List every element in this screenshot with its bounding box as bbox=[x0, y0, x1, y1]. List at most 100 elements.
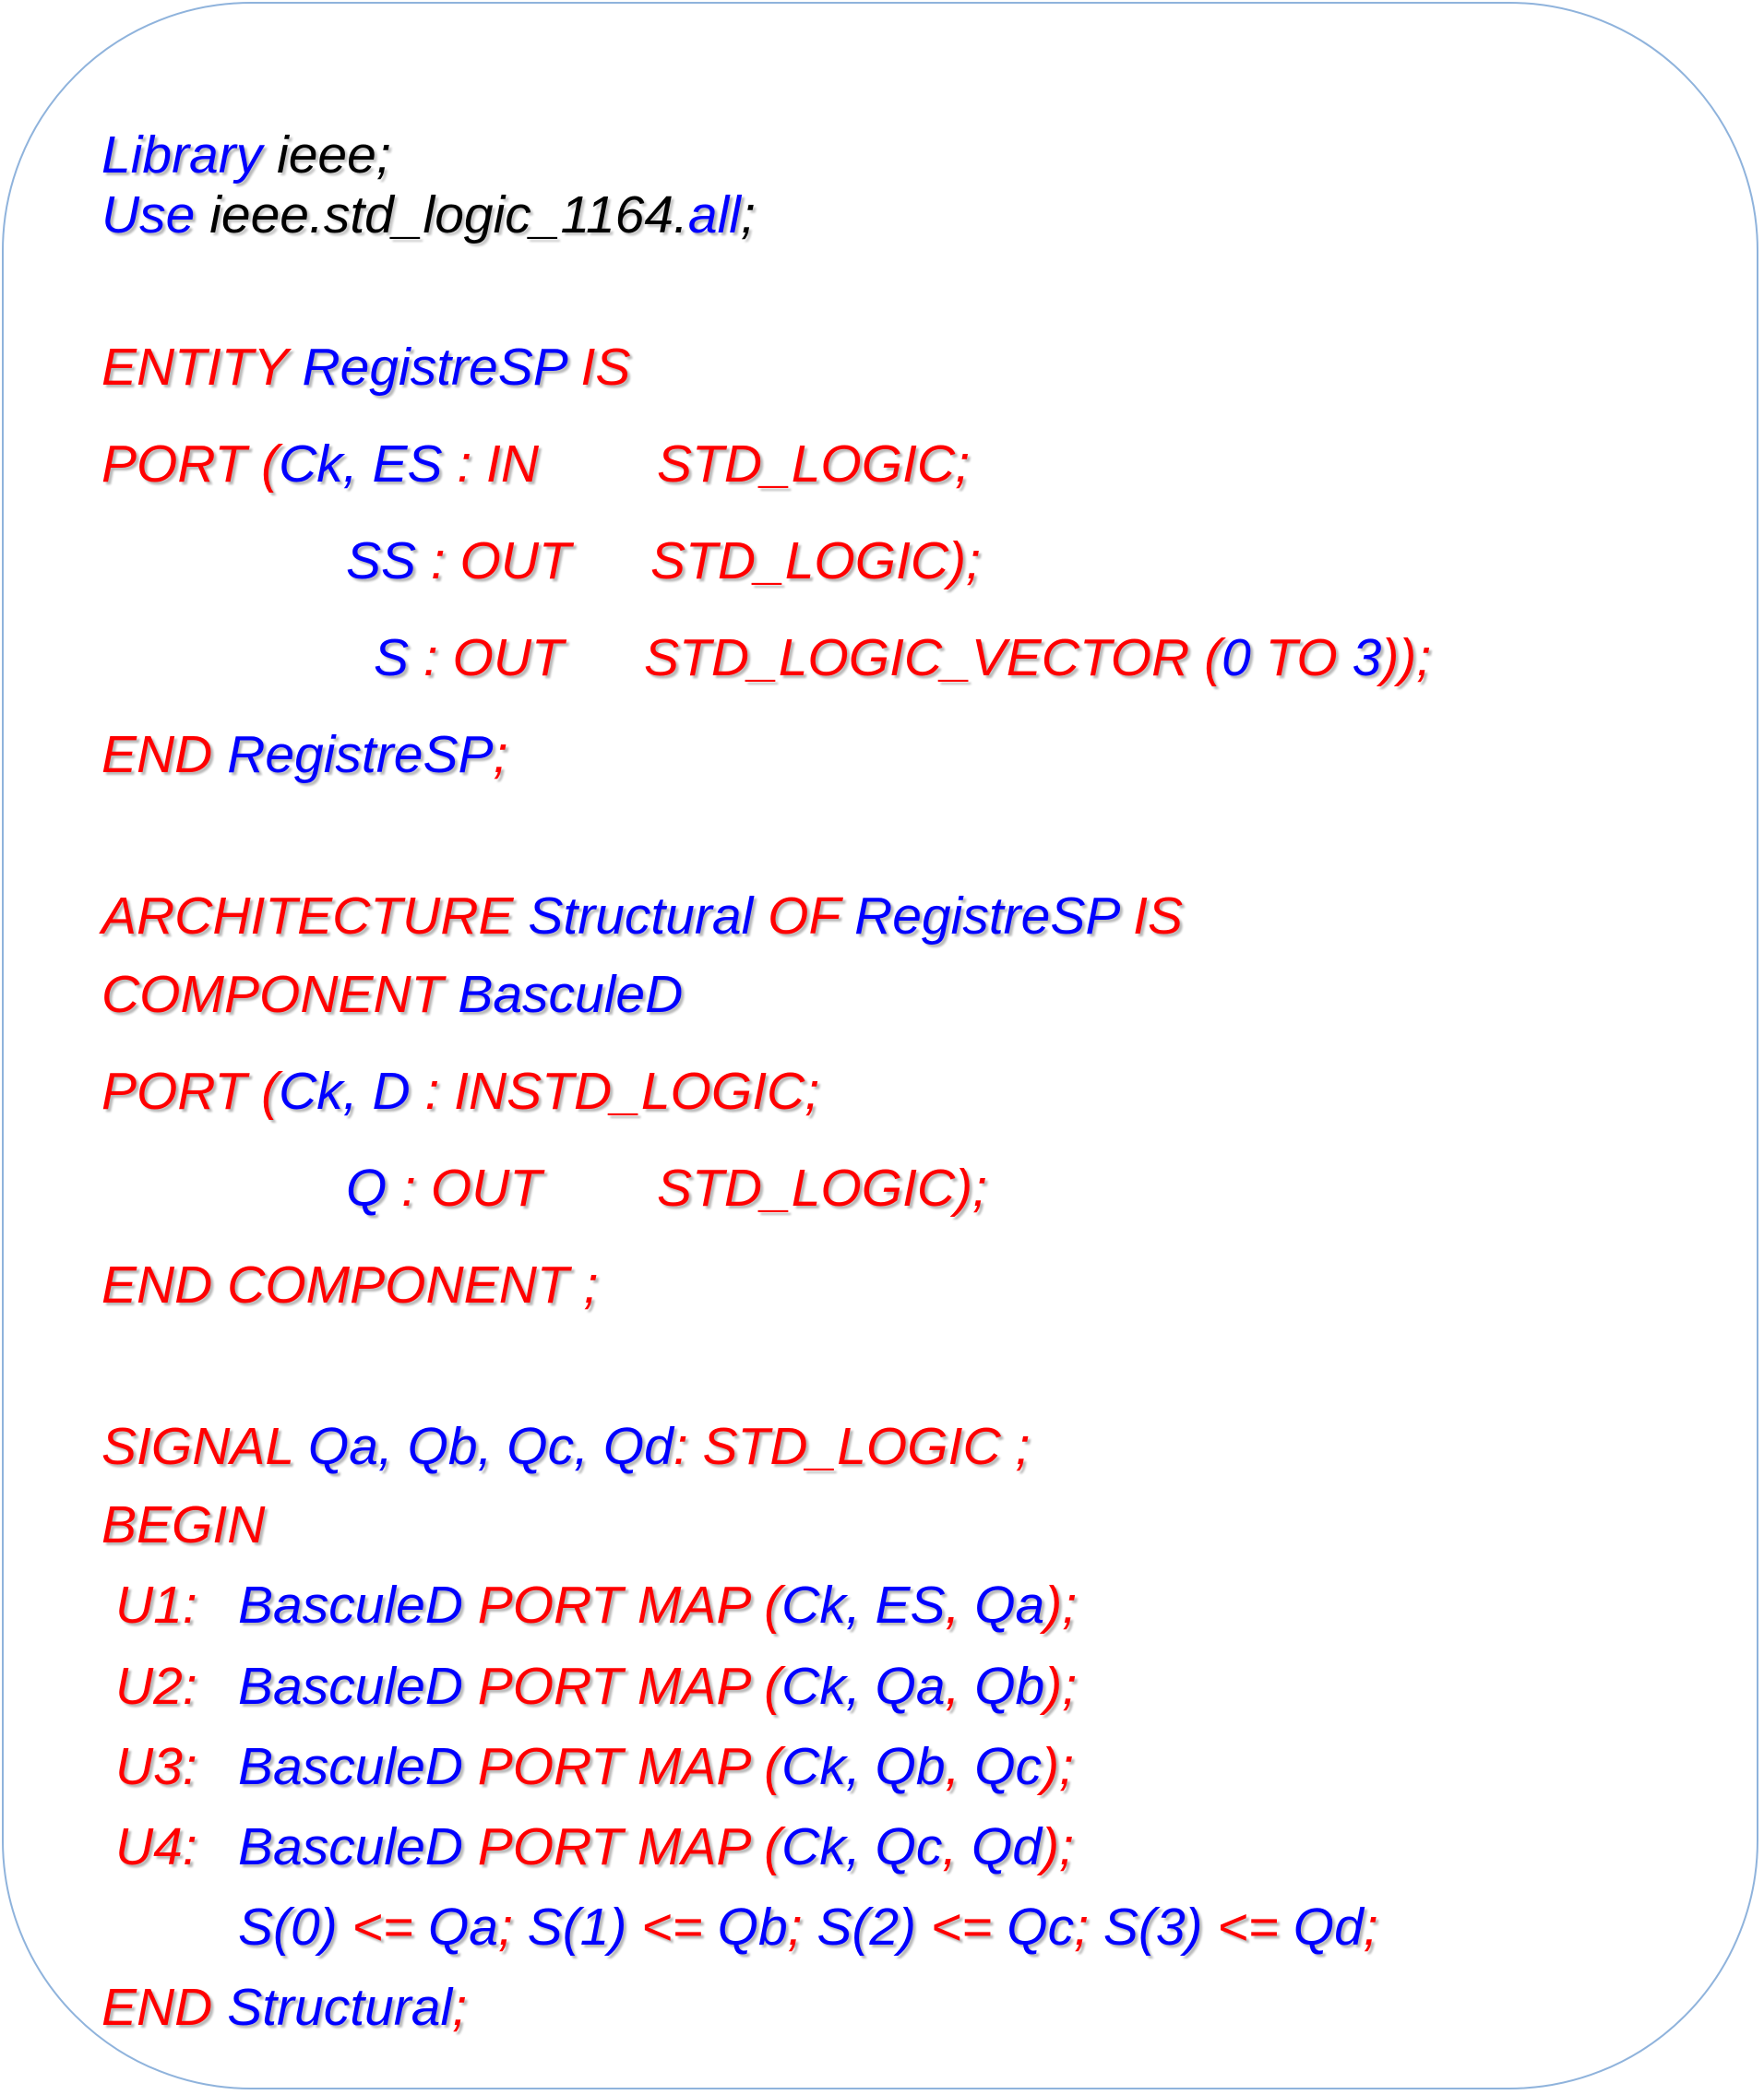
code-line: ENTITY RegistreSP IS bbox=[101, 341, 630, 394]
code-token: BasculeD bbox=[238, 1657, 463, 1716]
code-token: Qc bbox=[974, 1737, 1043, 1796]
code-token: BasculeD bbox=[238, 1817, 463, 1876]
code-token: Structural bbox=[212, 1978, 453, 2037]
code-line: U2: bbox=[115, 1661, 197, 1713]
code-token: STD_LOGIC); bbox=[657, 1159, 987, 1218]
code-line: BasculeD PORT MAP (Ck, Qb, Qc); bbox=[238, 1741, 1074, 1793]
code-line: U1: bbox=[115, 1579, 197, 1632]
code-token: S(0) bbox=[238, 1898, 338, 1957]
code-line: END Structural; bbox=[101, 1982, 467, 2034]
code-token: Library bbox=[101, 125, 263, 185]
code-token: STD_LOGIC; bbox=[657, 434, 970, 494]
code-token: RegistreSP bbox=[212, 725, 494, 784]
code-token: PORT MAP ( bbox=[462, 1817, 782, 1876]
code-line: BasculeD PORT MAP (Ck, Qa, Qb); bbox=[238, 1661, 1077, 1713]
code-token: Ck, Qb bbox=[781, 1737, 946, 1796]
code-token: ieee.std_logic_1164. bbox=[195, 185, 688, 244]
code-token: ; bbox=[787, 1898, 817, 1957]
code-line: STD_LOGIC_VECTOR (0 TO 3)); bbox=[644, 632, 1431, 684]
code-token: )); bbox=[1381, 628, 1432, 687]
code-token: Qa bbox=[974, 1576, 1045, 1635]
code-line: Library ieee; bbox=[101, 129, 391, 182]
code-line: BasculeD PORT MAP (Ck, Qc, Qd); bbox=[238, 1821, 1074, 1874]
code-token: 3 bbox=[1352, 628, 1382, 687]
code-line: U3: bbox=[115, 1741, 197, 1793]
code-token: SIGNAL bbox=[101, 1417, 294, 1476]
code-token: STD_LOGIC_VECTOR ( bbox=[644, 628, 1222, 687]
code-token: Ck, Qa bbox=[781, 1657, 946, 1716]
code-line: S(0) <= Qa; S(1) <= Qb; S(2) <= Qc; S(3)… bbox=[238, 1901, 1378, 1954]
code-token: ; bbox=[1074, 1898, 1103, 1957]
code-line: BasculeD PORT MAP (Ck, ES, Qa); bbox=[238, 1579, 1077, 1632]
code-token: PORT MAP ( bbox=[462, 1657, 782, 1716]
code-token: Ck, D bbox=[279, 1062, 411, 1121]
code-line: END COMPONENT ; bbox=[101, 1259, 598, 1312]
code-token: , bbox=[945, 1657, 975, 1716]
code-token: ; bbox=[740, 185, 756, 244]
code-token: , bbox=[942, 1817, 972, 1876]
code-line: STD_LOGIC); bbox=[657, 1162, 987, 1215]
code-token: <= bbox=[337, 1898, 428, 1957]
code-token: S(1) bbox=[527, 1898, 627, 1957]
code-line: COMPONENT BasculeD bbox=[101, 969, 683, 1021]
code-token: RegistreSP bbox=[840, 887, 1119, 946]
code-line: BEGIN bbox=[101, 1499, 265, 1552]
code-token: : OUT bbox=[409, 628, 564, 687]
code-token: BasculeD bbox=[238, 1576, 463, 1635]
code-token: all bbox=[687, 185, 741, 244]
code-token: ARCHITECTURE bbox=[101, 887, 514, 946]
code-token: Q bbox=[346, 1159, 387, 1218]
code-token: BEGIN bbox=[101, 1495, 266, 1554]
code-token: U1: bbox=[115, 1576, 197, 1635]
code-token: Qb bbox=[717, 1898, 788, 1957]
code-token: U2: bbox=[115, 1657, 197, 1716]
code-token: Qa bbox=[427, 1898, 498, 1957]
code-token: PORT ( bbox=[101, 434, 280, 494]
code-token: <= bbox=[1202, 1898, 1293, 1957]
code-token: PORT MAP ( bbox=[462, 1576, 782, 1635]
code-token: IS bbox=[566, 338, 631, 397]
code-token: , bbox=[945, 1737, 975, 1796]
code-token: Qd bbox=[1293, 1898, 1364, 1957]
code-token: ; bbox=[452, 1978, 467, 2037]
code-token: ; bbox=[497, 1898, 528, 1957]
code-line: U4: bbox=[115, 1821, 197, 1874]
code-token: Ck, ES bbox=[781, 1576, 946, 1635]
code-token: STD_LOGIC); bbox=[650, 531, 981, 590]
code-line: SS : OUT bbox=[346, 535, 571, 588]
code-token: PORT MAP ( bbox=[462, 1737, 782, 1796]
code-token: : OUT bbox=[387, 1159, 542, 1218]
code-token: ); bbox=[1044, 1657, 1078, 1716]
code-token: Ck, ES bbox=[279, 434, 443, 494]
code-token: Ck, Qc bbox=[781, 1817, 943, 1876]
code-token: ; bbox=[493, 725, 508, 784]
code-token: Qd bbox=[971, 1817, 1043, 1876]
code-token: Qc bbox=[1007, 1898, 1075, 1957]
code-token: Structural bbox=[513, 887, 754, 946]
code-line: END RegistreSP; bbox=[101, 729, 507, 781]
code-line: S : OUT bbox=[374, 632, 564, 684]
code-token: , bbox=[945, 1576, 975, 1635]
code-token: RegistreSP bbox=[287, 338, 566, 397]
code-token: : INSTD_LOGIC; bbox=[410, 1062, 820, 1121]
code-line: Use ieee.std_logic_1164.all; bbox=[101, 189, 756, 242]
code-token: ; bbox=[1363, 1898, 1378, 1957]
code-token: Qa, Qb, Qc, Qd bbox=[293, 1417, 673, 1476]
code-token: COMPONENT bbox=[101, 965, 444, 1024]
code-token: IS bbox=[1118, 887, 1183, 946]
code-token: TO bbox=[1250, 628, 1353, 687]
code-token: ); bbox=[1042, 1737, 1074, 1796]
code-token: END bbox=[101, 1978, 213, 2037]
code-token: S(2) bbox=[816, 1898, 917, 1957]
code-token: U3: bbox=[115, 1737, 197, 1796]
code-token: ieee; bbox=[262, 125, 391, 185]
code-line: PORT (Ck, ES : IN bbox=[101, 438, 539, 491]
code-token: 0 bbox=[1222, 628, 1251, 687]
code-token: PORT ( bbox=[101, 1062, 280, 1121]
code-line: SIGNAL Qa, Qb, Qc, Qd: STD_LOGIC ; bbox=[101, 1421, 1030, 1473]
code-token: END COMPONENT ; bbox=[101, 1256, 599, 1315]
code-token: BasculeD bbox=[238, 1737, 463, 1796]
code-token: ENTITY bbox=[101, 338, 288, 397]
